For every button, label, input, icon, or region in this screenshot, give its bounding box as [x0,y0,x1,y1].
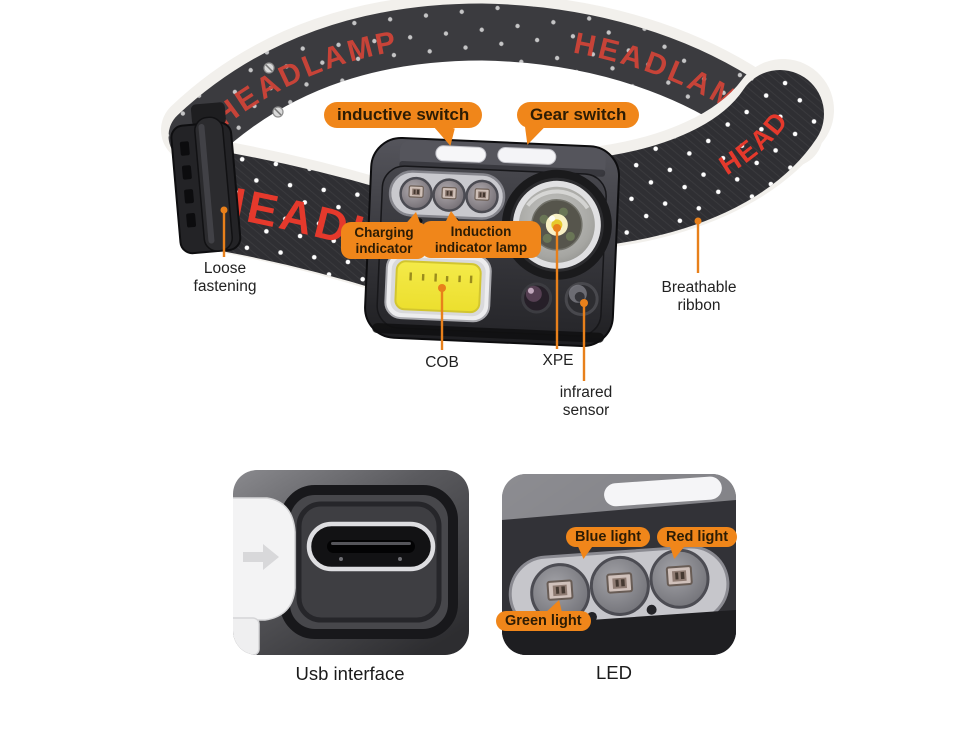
label-cob: COB [425,354,459,371]
callout-charging-indicator: Charging indicator [341,222,427,260]
callout-red-light: Red light [657,527,738,547]
closeup-switch-button [604,476,722,507]
callout-green-light: Green light [496,611,591,631]
usb-rubber-flap [233,497,296,655]
callout-blue-light: Blue light [566,527,651,547]
callout-inductive-switch: inductive switch [324,102,483,128]
leader-lines [220,206,702,381]
label-xpe: XPE [542,352,574,369]
usb-closeup-photo [233,470,469,655]
usb-c-port [306,521,436,572]
caption-usb-interface: Usb interface [295,663,405,684]
led-cluster [388,170,506,220]
label-loose-fastening: Loose fastening [193,260,257,296]
gear-switch-button[interactable] [497,146,557,165]
inductive-switch-button[interactable] [435,145,487,163]
label-breathable-ribbon: Breathable ribbon [661,279,737,315]
blue-led [589,555,650,616]
sensor-lamps [521,281,599,316]
callout-gear-switch: Gear switch [517,102,640,128]
strap-rivets [263,62,284,118]
caption-led: LED [596,662,632,683]
cob-panel [384,251,492,323]
label-infrared-sensor: infrared sensor [559,384,613,420]
strap-buckle [170,102,242,255]
callout-induction-indicator-lamp: Induction indicator lamp [421,221,541,259]
